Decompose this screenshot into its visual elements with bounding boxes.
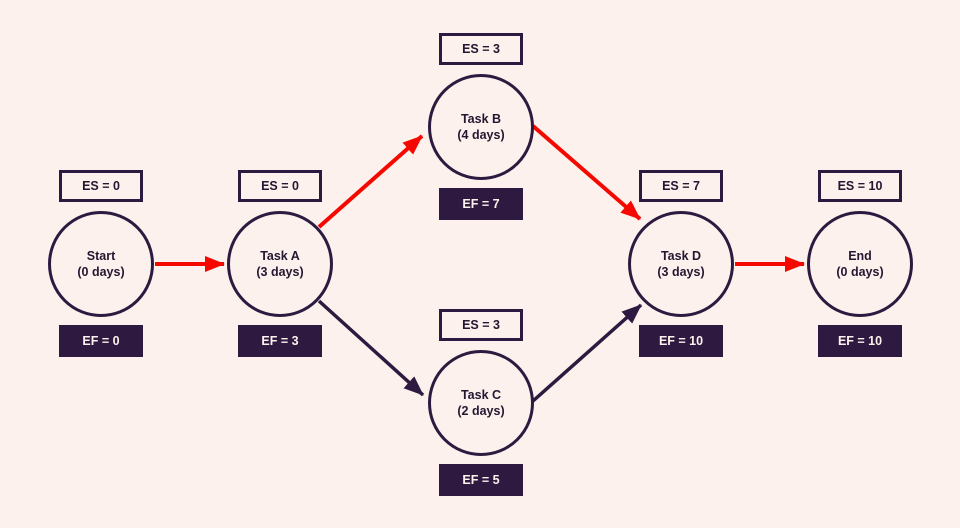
task-duration: (3 days) — [657, 265, 705, 279]
task-circle: Task B (4 days) — [428, 74, 534, 180]
es-badge: ES = 3 — [439, 33, 523, 65]
ef-badge: EF = 10 — [639, 325, 723, 357]
task-circle: Task D (3 days) — [628, 211, 734, 317]
task-duration: (2 days) — [457, 404, 505, 418]
node-end: ES = 10 End (0 days) EF = 10 — [807, 170, 913, 357]
task-circle: Task C (2 days) — [428, 350, 534, 456]
task-circle: End (0 days) — [807, 211, 913, 317]
task-circle: Start (0 days) — [48, 211, 154, 317]
node-task-d: ES = 7 Task D (3 days) EF = 10 — [628, 170, 734, 357]
es-badge: ES = 7 — [639, 170, 723, 202]
task-duration: (0 days) — [77, 265, 125, 279]
task-name: Task B — [460, 112, 502, 126]
ef-badge: EF = 10 — [818, 325, 902, 357]
task-name: Start — [86, 249, 116, 263]
task-circle: Task A (3 days) — [227, 211, 333, 317]
ef-badge: EF = 3 — [238, 325, 322, 357]
task-duration: (4 days) — [457, 128, 505, 142]
edge-task-a-to-task-c — [317, 299, 425, 397]
edge-task-b-to-task-d — [531, 124, 642, 221]
task-duration: (0 days) — [836, 265, 884, 279]
node-task-a: ES = 0 Task A (3 days) EF = 3 — [227, 170, 333, 357]
edge-task-c-to-task-d — [531, 303, 643, 403]
edge-task-a-to-task-b — [317, 134, 424, 229]
es-badge: ES = 0 — [59, 170, 143, 202]
task-name: Task A — [260, 249, 300, 263]
ef-badge: EF = 5 — [439, 464, 523, 496]
node-start: ES = 0 Start (0 days) EF = 0 — [48, 170, 154, 357]
es-badge: ES = 10 — [818, 170, 902, 202]
task-name: Task D — [660, 249, 702, 263]
task-duration: (3 days) — [256, 265, 304, 279]
ef-badge: EF = 7 — [439, 188, 523, 220]
task-name: Task C — [460, 388, 502, 402]
node-task-c: ES = 3 Task C (2 days) EF = 5 — [428, 309, 534, 496]
task-name: End — [848, 249, 872, 263]
ef-badge: EF = 0 — [59, 325, 143, 357]
es-badge: ES = 0 — [238, 170, 322, 202]
es-badge: ES = 3 — [439, 309, 523, 341]
node-task-b: ES = 3 Task B (4 days) EF = 7 — [428, 33, 534, 220]
